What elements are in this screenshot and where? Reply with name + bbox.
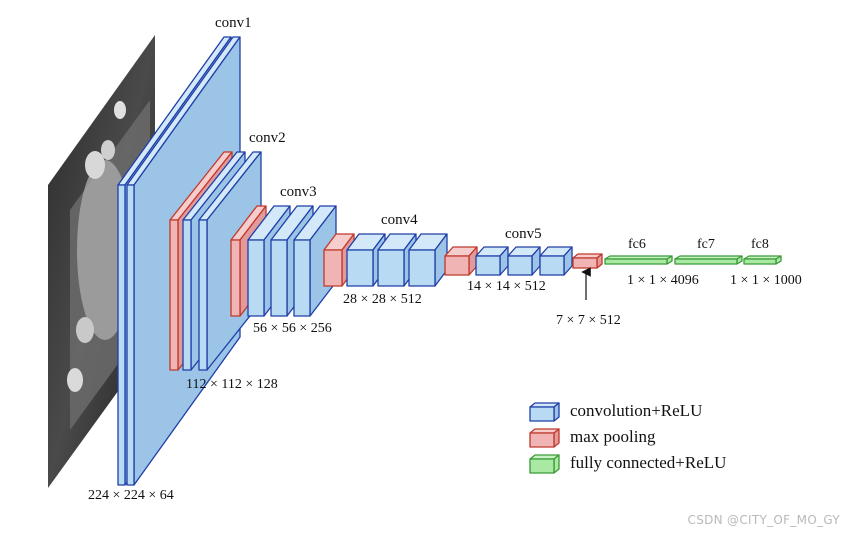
fc8-label: fc8	[751, 237, 769, 252]
fc7-block-front	[674, 258, 738, 265]
dim-fc1000-label: 1 × 1 × 1000	[730, 273, 802, 288]
conv4-block-a-front	[346, 249, 374, 287]
pool4-block-front	[444, 255, 470, 276]
conv2-label: conv2	[249, 130, 286, 146]
conv2-block-a-front	[182, 219, 192, 371]
conv4-block-c-front	[408, 249, 436, 287]
dim-56-label: 56 × 56 × 256	[253, 321, 332, 336]
legend-fc-swatch-front	[529, 458, 555, 474]
dim-14-label: 14 × 14 × 512	[467, 279, 546, 294]
pool5-block	[572, 253, 603, 269]
conv1-label: conv1	[215, 15, 252, 31]
conv3-block-b-front	[270, 239, 288, 317]
conv4-block-b-front	[377, 249, 405, 287]
legend-fc-label: fully connected+ReLU	[570, 453, 726, 472]
fc8-block-front	[743, 258, 777, 265]
conv3-block-c	[293, 205, 337, 317]
conv4-block-c	[408, 233, 448, 287]
legend-conv-swatch	[529, 402, 560, 422]
conv5-block-b-front	[507, 255, 533, 276]
legend-fc-swatch	[529, 454, 560, 474]
conv4-label: conv4	[381, 212, 418, 228]
conv5-block-a	[475, 246, 509, 276]
conv3-label: conv3	[280, 184, 317, 200]
legend-conv-swatch-side	[553, 402, 560, 422]
legend: convolution+ReLU max pooling fully conne…	[529, 401, 726, 474]
conv3-block-a-front	[247, 239, 265, 317]
conv5-block-a-front	[475, 255, 501, 276]
conv5-block-c-front	[539, 255, 565, 276]
conv2-block-b-front	[198, 219, 208, 371]
fc6-block-front	[604, 258, 668, 265]
pool1-block-front	[169, 219, 179, 371]
legend-conv-swatch-front	[529, 406, 555, 422]
conv1-block-a-front	[117, 184, 126, 486]
dim-112-label: 112 × 112 × 128	[186, 377, 278, 392]
dim-7-label: 7 × 7 × 512	[556, 313, 621, 328]
legend-pool-swatch-front	[529, 432, 555, 448]
fc6-label: fc6	[628, 237, 646, 252]
layer-blocks	[117, 36, 782, 486]
legend-fc-swatch-side	[553, 454, 560, 474]
dim-fc4096-label: 1 × 1 × 4096	[627, 273, 699, 288]
legend-pool-swatch-side	[553, 428, 560, 448]
dim-28-label: 28 × 28 × 512	[343, 292, 422, 307]
pool4-block	[444, 246, 478, 276]
fc6-block	[604, 255, 673, 265]
conv1-block-b-front	[126, 184, 135, 486]
conv5-label: conv5	[505, 226, 542, 242]
fc7-label: fc7	[697, 237, 715, 252]
legend-pool-label: max pooling	[570, 427, 656, 446]
pool5-block-front	[572, 257, 598, 269]
fc8-block	[743, 255, 782, 265]
conv3-block-c-front	[293, 239, 311, 317]
pool2-block-front	[230, 239, 241, 317]
legend-conv-label: convolution+ReLU	[570, 401, 702, 420]
pool3-block-front	[323, 249, 343, 287]
conv5-block-c	[539, 246, 573, 276]
watermark: CSDN @CITY_OF_MO_GY	[687, 513, 840, 527]
fc7-block	[674, 255, 743, 265]
conv5-block-b	[507, 246, 541, 276]
legend-pool-swatch	[529, 428, 560, 448]
dim-224-label: 224 × 224 × 64	[88, 488, 174, 503]
